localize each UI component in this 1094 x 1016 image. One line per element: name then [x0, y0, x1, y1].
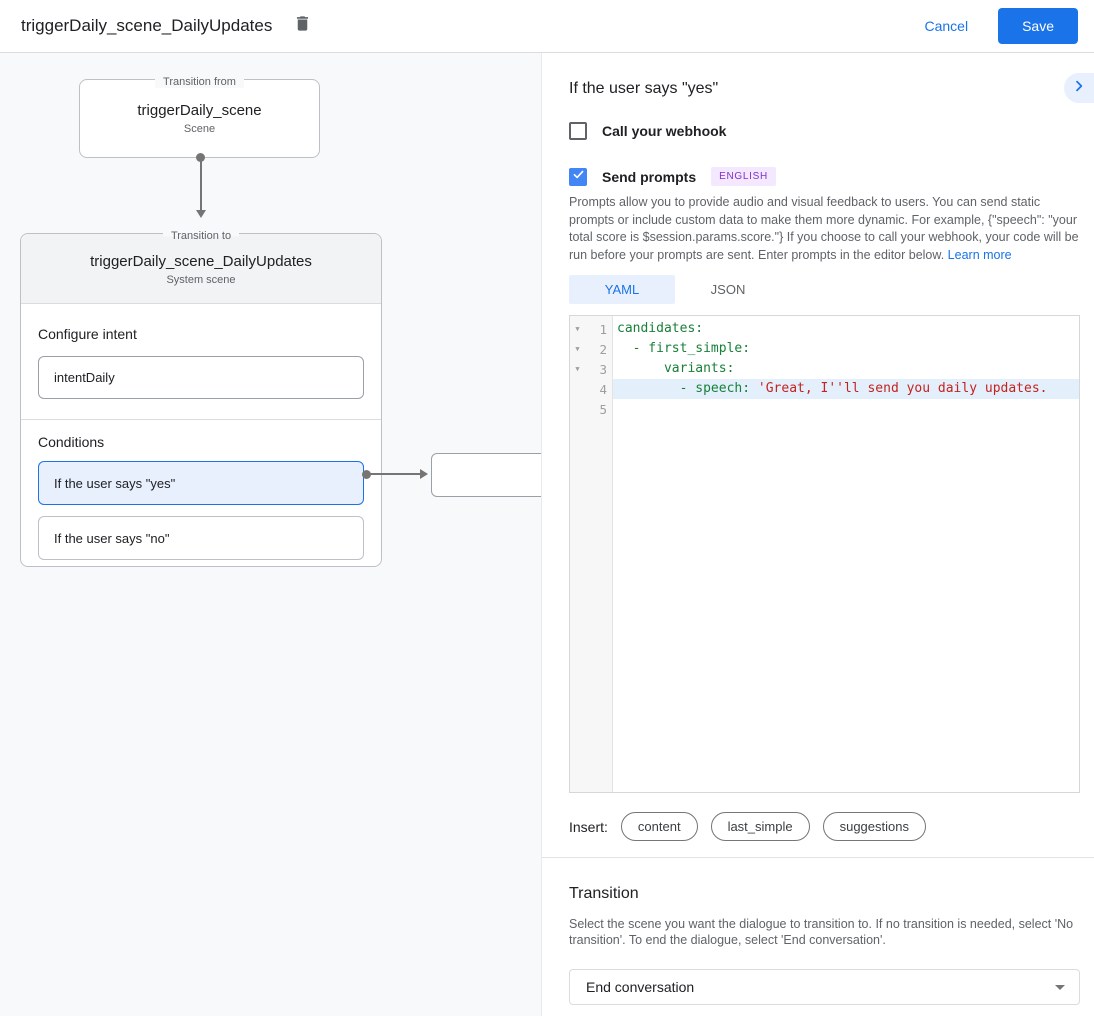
code-line[interactable]: - speech: 'Great, I''ll send you daily u…: [613, 379, 1079, 399]
gutter-row: 5: [570, 399, 612, 419]
transition-from-node[interactable]: Transition from triggerDaily_scene Scene: [79, 76, 320, 158]
line-number: 5: [599, 401, 607, 417]
from-node-subtitle: Scene: [183, 123, 216, 135]
delete-scene-button[interactable]: [290, 14, 314, 38]
tab-json[interactable]: JSON: [710, 282, 746, 297]
send-prompts-label: Send prompts: [602, 168, 697, 185]
chevron-right-icon: [1071, 78, 1087, 99]
save-button[interactable]: Save: [998, 8, 1078, 44]
cancel-button[interactable]: Cancel: [924, 18, 969, 34]
line-number: 3: [599, 361, 607, 377]
yaml-string-token: 'Great, I''ll send you daily updates.: [757, 381, 1048, 396]
transition-dropdown[interactable]: End conversation: [569, 969, 1080, 1005]
transition-dropdown-value: End conversation: [586, 979, 695, 995]
line-number: 4: [599, 381, 607, 397]
insert-suggestions-button[interactable]: suggestions: [822, 812, 926, 841]
webhook-checkbox[interactable]: [569, 122, 587, 140]
next-scene-node[interactable]: [431, 453, 541, 497]
send-prompts-checkbox[interactable]: [569, 167, 587, 186]
code-line[interactable]: [613, 399, 1079, 419]
gutter-row: ▼2: [570, 339, 612, 359]
editor-code-area[interactable]: candidates: - first_simple: variants: - …: [613, 316, 1079, 792]
transition-heading: Transition: [569, 885, 639, 902]
insert-last-simple-button[interactable]: last_simple: [710, 812, 810, 841]
node-divider: [21, 419, 381, 420]
send-prompts-row: Send prompts ENGLISH: [569, 167, 776, 186]
trash-icon: [293, 14, 312, 38]
condition-row-yes[interactable]: If the user says "yes": [38, 461, 364, 505]
yaml-key-token: - first_simple:: [617, 341, 751, 356]
editor-format-tabs: YAML JSON: [569, 275, 781, 304]
webhook-row: Call your webhook: [569, 122, 726, 140]
line-number: 1: [599, 321, 607, 337]
from-node-title: triggerDaily_scene: [137, 102, 262, 119]
checkmark-icon: [572, 168, 585, 186]
transition-to-node: Transition to triggerDaily_scene_DailyUp…: [20, 230, 382, 567]
code-line[interactable]: - first_simple:: [613, 339, 1079, 359]
conditions-section: Conditions If the user says "yes" If the…: [21, 420, 381, 574]
conditions-label: Conditions: [38, 434, 105, 450]
insert-label: Insert:: [569, 818, 608, 835]
scene-flow-canvas: Transition from triggerDaily_scene Scene…: [0, 53, 541, 1016]
webhook-label: Call your webhook: [602, 123, 727, 139]
top-bar: triggerDaily_scene_DailyUpdates Cancel S…: [0, 0, 1094, 53]
prompts-description-text: Prompts allow you to provide audio and v…: [569, 195, 1079, 262]
gutter-row: ▼3: [570, 359, 612, 379]
prompts-description: Prompts allow you to provide audio and v…: [569, 194, 1084, 264]
learn-more-link[interactable]: Learn more: [947, 247, 1012, 262]
yaml-key-token: variants:: [617, 361, 735, 376]
yaml-key-token: - speech:: [617, 381, 758, 396]
language-badge: ENGLISH: [711, 167, 776, 186]
collapse-panel-button[interactable]: [1064, 73, 1094, 103]
insert-content-button[interactable]: content: [620, 812, 698, 841]
page-title: triggerDaily_scene_DailyUpdates: [21, 16, 273, 35]
to-node-header[interactable]: triggerDaily_scene_DailyUpdates System s…: [21, 234, 381, 304]
section-divider: [542, 857, 1094, 858]
dropdown-caret-icon: [1055, 984, 1065, 990]
fold-arrow-icon[interactable]: ▼: [575, 365, 580, 373]
transition-from-legend: Transition from: [80, 72, 319, 90]
intent-field[interactable]: intentDaily: [38, 356, 364, 399]
gutter-row: ▼1: [570, 319, 612, 339]
connector-dot: [362, 470, 371, 479]
insert-row: Insert: content last_simple suggestions: [569, 812, 926, 841]
code-line[interactable]: candidates:: [613, 319, 1079, 339]
transition-description: Select the scene you want the dialogue t…: [569, 917, 1074, 947]
configure-intent-section: Configure intent intentDaily: [21, 304, 381, 419]
arrow-right-icon: [420, 469, 428, 479]
to-node-subtitle: System scene: [166, 274, 236, 286]
yaml-key-token: candidates:: [617, 321, 704, 336]
condition-row-no[interactable]: If the user says "no": [38, 516, 364, 560]
tab-yaml[interactable]: YAML: [569, 275, 675, 304]
connector-line-vertical: [200, 160, 202, 210]
gutter-row: 4: [570, 379, 612, 399]
arrow-down-icon: [196, 210, 206, 218]
fold-arrow-icon[interactable]: ▼: [575, 345, 580, 353]
line-number: 2: [599, 341, 607, 357]
condition-detail-panel: If the user says "yes" Call your webhook…: [541, 53, 1094, 1016]
condition-heading: If the user says "yes": [569, 80, 719, 97]
connector-line-horizontal: [370, 473, 420, 475]
connector-dot: [196, 153, 205, 162]
fold-arrow-icon[interactable]: ▼: [575, 325, 580, 333]
to-node-title: triggerDaily_scene_DailyUpdates: [90, 253, 312, 270]
code-line[interactable]: variants:: [613, 359, 1079, 379]
configure-intent-label: Configure intent: [38, 326, 137, 342]
